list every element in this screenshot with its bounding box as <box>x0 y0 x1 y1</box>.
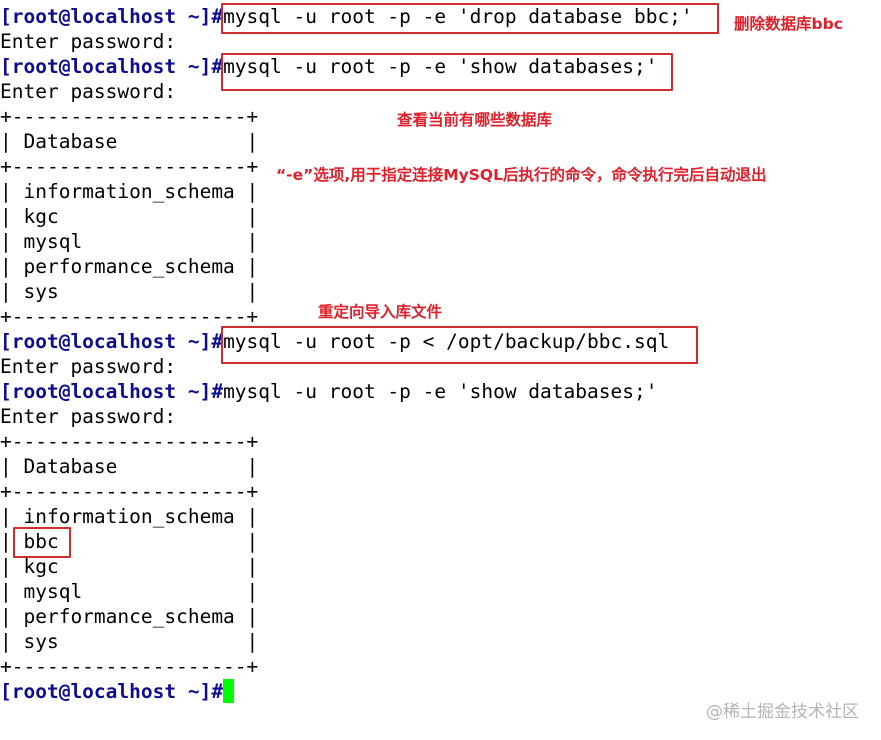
output-line: Enter password: <box>0 30 177 53</box>
command-text: mysql -u root -p -e 'show databases;' <box>223 55 658 78</box>
table-row: | sys | <box>0 280 259 303</box>
table-row: | information_schema | <box>0 180 259 203</box>
table-border: +--------------------+ <box>0 105 259 128</box>
table-header: | Database | <box>0 455 259 478</box>
annotation-drop-db: 删除数据库bbc <box>734 15 843 33</box>
table-row: | kgc | <box>0 555 259 578</box>
command-line: [root@localhost ~]#mysql -u root -p -e '… <box>0 379 657 404</box>
table-row: | performance_schema | <box>0 605 259 628</box>
command-line: [root@localhost ~]#mysql -u root -p -e '… <box>0 4 693 29</box>
command-text: mysql -u root -p < /opt/backup/bbc.sql <box>223 330 670 353</box>
table-border: +--------------------+ <box>0 155 259 178</box>
watermark: @稀土掘金技术社区 <box>706 702 859 722</box>
shell-prompt: [root@localhost ~]# <box>0 55 224 78</box>
table-row: | information_schema | <box>0 505 259 528</box>
highlight-box-bbc-row <box>13 527 71 558</box>
text-cursor <box>223 679 235 703</box>
shell-prompt: [root@localhost ~]# <box>0 330 224 353</box>
command-line[interactable]: [root@localhost ~]# <box>0 679 235 704</box>
highlight-box-drop-command <box>221 3 719 34</box>
output-line: Enter password: <box>0 355 177 378</box>
annotation-redirect-import: 重定向导入库文件 <box>318 303 443 321</box>
table-border: +--------------------+ <box>0 430 259 453</box>
table-row: | mysql | <box>0 230 259 253</box>
shell-prompt: [root@localhost ~]# <box>0 5 224 28</box>
command-line: [root@localhost ~]#mysql -u root -p -e '… <box>0 54 657 79</box>
output-line: Enter password: <box>0 80 177 103</box>
table-row: | performance_schema | <box>0 255 259 278</box>
command-line: [root@localhost ~]#mysql -u root -p < /o… <box>0 329 669 354</box>
table-row: | mysql | <box>0 580 259 603</box>
table-row: | kgc | <box>0 205 259 228</box>
highlight-box-show-command <box>221 53 673 91</box>
table-row: | bbc | <box>0 530 259 553</box>
command-text: mysql -u root -p -e 'show databases;' <box>223 380 658 403</box>
table-header: | Database | <box>0 130 259 153</box>
command-text: mysql -u root -p -e 'drop database bbc;' <box>223 5 693 28</box>
output-line: Enter password: <box>0 405 177 428</box>
shell-prompt: [root@localhost ~]# <box>0 380 224 403</box>
table-border: +--------------------+ <box>0 305 259 328</box>
annotation-e-option: “-e”选项,用于指定连接MySQL后执行的命令，命令执行完后自动退出 <box>276 166 767 184</box>
table-border: +--------------------+ <box>0 655 259 678</box>
shell-prompt: [root@localhost ~]# <box>0 680 224 703</box>
highlight-box-import-command <box>221 326 698 364</box>
annotation-show-dbs: 查看当前有哪些数据库 <box>397 111 553 129</box>
table-border: +--------------------+ <box>0 480 259 503</box>
table-row: | sys | <box>0 630 259 653</box>
